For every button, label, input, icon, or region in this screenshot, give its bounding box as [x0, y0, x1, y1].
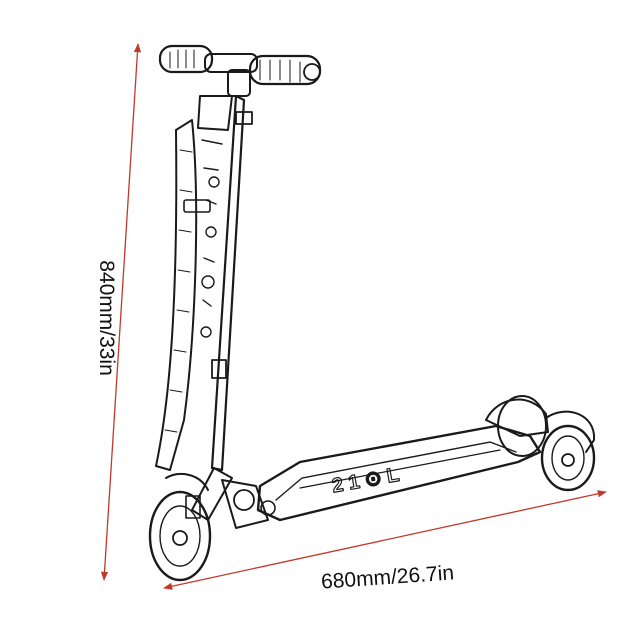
- height-dimension-line: [100, 43, 142, 581]
- handlebar: [158, 44, 322, 97]
- length-dimension-line: [163, 490, 607, 590]
- rear-wheels: [485, 395, 596, 492]
- stem-graphics: [200, 176, 220, 338]
- folding-joint: [221, 479, 276, 529]
- length-label: 680mm/26.7in: [320, 561, 454, 593]
- height-label: 840mm/33in: [95, 260, 118, 376]
- front-wheel: [148, 467, 233, 582]
- deck: 2 1 ⊙ L: [256, 424, 542, 522]
- steering-stem: [197, 94, 253, 472]
- scooter-drawing: 2 1 ⊙ L: [148, 44, 596, 582]
- carry-strap: [155, 119, 211, 471]
